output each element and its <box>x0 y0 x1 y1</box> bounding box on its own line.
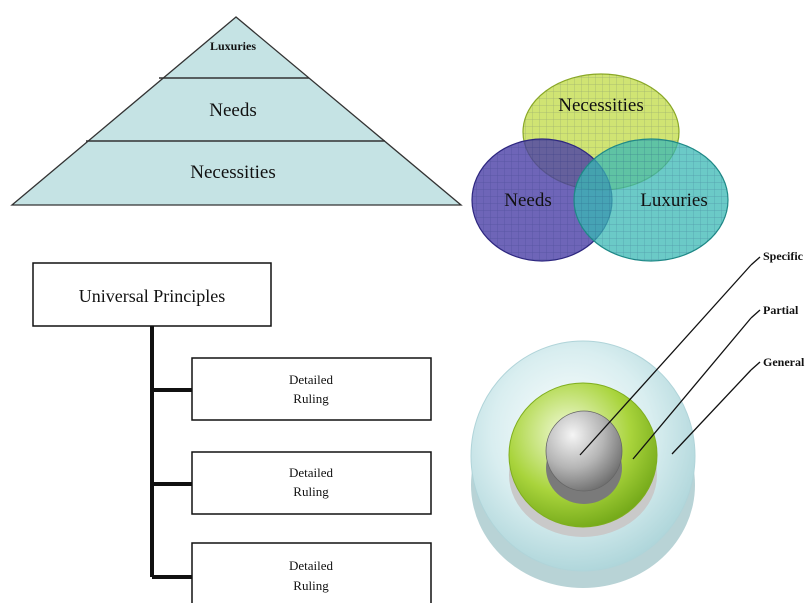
pyramid-label-top: Luxuries <box>210 39 256 53</box>
child-box-3 <box>191 542 432 603</box>
child-label-2-line1: Detailed <box>289 465 334 480</box>
pyramid-diagram: Luxuries Needs Necessities <box>10 16 463 206</box>
pyramid-shape <box>10 16 463 206</box>
child-label-2-line2: Ruling <box>293 484 329 499</box>
venn-label-right: Luxuries <box>640 190 708 211</box>
pyramid-label-middle: Needs <box>209 100 256 121</box>
venn-label-top: Necessities <box>558 95 643 116</box>
concentric-rings-diagram: Specific Partial General <box>470 249 805 588</box>
venn-diagram: Necessities Needs Luxuries <box>471 73 729 262</box>
child-label-3-line2: Ruling <box>293 578 329 593</box>
root-label: Universal Principles <box>79 286 225 306</box>
child-label-3-line1: Detailed <box>289 558 334 573</box>
leader-line-specific <box>579 264 752 456</box>
pyramid-label-bottom: Necessities <box>190 162 275 183</box>
ring-label-specific: Specific <box>763 249 804 263</box>
child-label-1-line1: Detailed <box>289 372 334 387</box>
leader-line-general <box>671 369 752 455</box>
leader-line-partial <box>632 317 752 460</box>
child-box-1 <box>191 357 432 421</box>
ring-label-general: General <box>763 355 805 369</box>
venn-label-left: Needs <box>504 190 551 211</box>
child-box-2 <box>191 451 432 515</box>
ring-label-partial: Partial <box>763 303 799 317</box>
root-box <box>32 262 272 327</box>
child-label-1-line2: Ruling <box>293 391 329 406</box>
hierarchy-diagram: Universal Principles Detailed Ruling Det… <box>32 262 432 603</box>
